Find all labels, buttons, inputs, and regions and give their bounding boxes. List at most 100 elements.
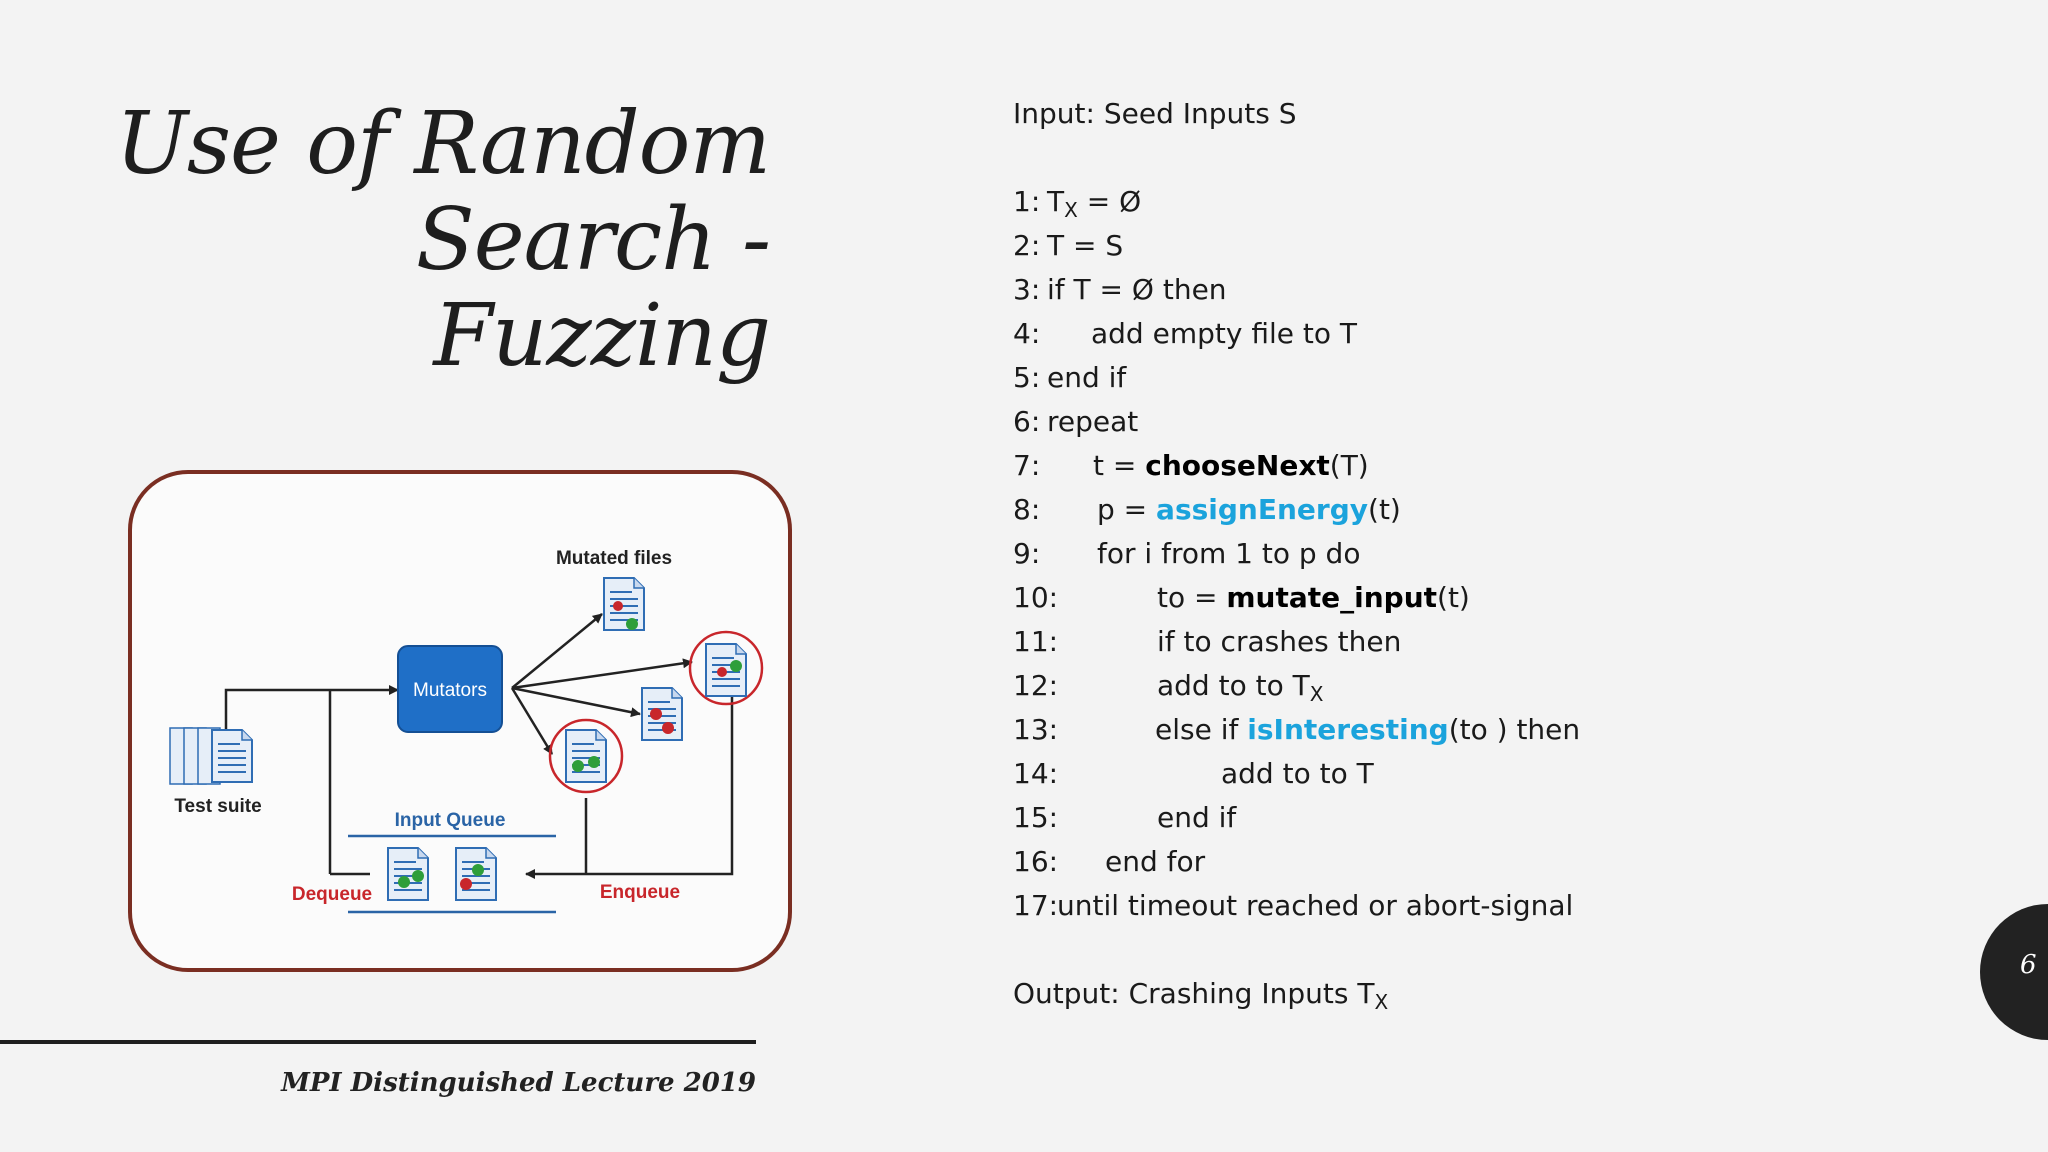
line-number: 13:: [1013, 713, 1059, 746]
line-code: add to to T: [1221, 752, 1374, 796]
algorithm-line: 2:T = S: [1013, 224, 1913, 268]
algorithm-output-text: Output: Crashing Inputs TX: [1013, 972, 1388, 1016]
line-number: 6:: [1013, 405, 1041, 438]
code-token: add to to T: [1157, 669, 1310, 702]
slide-title-line-2: Search -: [415, 190, 771, 290]
code-token: repeat: [1047, 405, 1139, 438]
label-test-suite: Test suite: [174, 796, 261, 817]
line-code: end if: [1047, 356, 1126, 400]
line-code: add to to TX: [1157, 664, 1323, 708]
line-code: repeat: [1047, 400, 1138, 444]
label-mutators: Mutators: [413, 680, 487, 701]
line-code: for i from 1 to p do: [1097, 532, 1360, 576]
code-token: for i from 1 to p do: [1097, 537, 1361, 570]
code-token: X: [1374, 990, 1389, 1014]
algorithm-line: 1:TX = Ø: [1013, 180, 1913, 224]
algorithm-line: 12: add to to TX: [1013, 664, 1913, 708]
line-number: 5:: [1013, 361, 1041, 394]
slide-title-line-1: Use of Random: [115, 94, 771, 194]
algorithm-line: 5:end if: [1013, 356, 1913, 400]
page-number-badge: 6: [1980, 904, 2048, 1040]
line-number: 7:: [1013, 449, 1041, 482]
algorithm-input: Input: Seed Inputs S: [1013, 92, 1913, 136]
code-token: T = S: [1047, 229, 1124, 262]
line-number: 2:: [1013, 229, 1041, 262]
crash-highlight-ring: [688, 630, 764, 706]
code-token: = Ø: [1077, 185, 1142, 218]
code-token: (to ) then: [1448, 713, 1581, 746]
fuzzing-diagram-svg: Mutated files Mutators Test suite Input …: [169, 548, 764, 914]
line-number: 9:: [1013, 537, 1041, 570]
code-token: X: [1064, 198, 1078, 222]
code-token: (t): [1437, 581, 1470, 614]
code-token: if T = Ø then: [1047, 273, 1227, 306]
line-number: 17:: [1013, 889, 1059, 922]
code-token: (T): [1329, 449, 1369, 482]
line-code: end for: [1105, 840, 1205, 884]
line-code: until timeout reached or abort-signal: [1057, 884, 1573, 928]
code-token: until timeout reached or abort-signal: [1057, 889, 1574, 922]
code-token: add empty file to T: [1091, 317, 1357, 350]
label-input-queue: Input Queue: [395, 810, 506, 831]
page-number: 6: [2020, 950, 2037, 980]
code-token: to =: [1157, 581, 1227, 614]
code-token: Output: Crashing Inputs T: [1013, 977, 1375, 1010]
line-number: 11:: [1013, 625, 1059, 658]
algorithm-line: 4:add empty file to T: [1013, 312, 1913, 356]
algorithm-line: 16:end for: [1013, 840, 1913, 884]
code-token: T: [1047, 185, 1065, 218]
algorithm-line: 6:repeat: [1013, 400, 1913, 444]
footer-rule: [0, 1040, 756, 1044]
algorithm-line: 7: t = chooseNext(T): [1013, 444, 1913, 488]
line-number: 10:: [1013, 581, 1059, 614]
footer-text: MPI Distinguished Lecture 2019: [281, 1068, 756, 1098]
line-number: 8:: [1013, 493, 1041, 526]
algorithm-input-text: Input: Seed Inputs S: [1013, 97, 1297, 130]
algorithm-line: 13: else if isInteresting(to ) then: [1013, 708, 1913, 752]
slide-title-line-3: Fuzzing: [433, 286, 771, 386]
line-code: end if: [1157, 796, 1236, 840]
algorithm-output: Output: Crashing Inputs TX: [1013, 972, 1913, 1016]
line-number: 3:: [1013, 273, 1041, 306]
code-token: chooseNext: [1145, 449, 1330, 482]
code-token: X: [1309, 682, 1324, 706]
code-token: add to to T: [1221, 757, 1374, 790]
code-token: isInteresting: [1247, 713, 1449, 746]
code-token: t =: [1093, 449, 1146, 482]
algorithm-line: 10: to = mutate_input(t): [1013, 576, 1913, 620]
line-number: 12:: [1013, 669, 1059, 702]
algorithm-line: 11: if to crashes then: [1013, 620, 1913, 664]
line-code: t = chooseNext(T): [1093, 444, 1369, 488]
mutators-box: [397, 645, 503, 733]
code-token: p =: [1097, 493, 1157, 526]
code-token: if to crashes then: [1157, 625, 1402, 658]
code-token: else if: [1155, 713, 1248, 746]
algorithm-line: 15: end if: [1013, 796, 1913, 840]
line-code: else if isInteresting(to ) then: [1155, 708, 1580, 752]
algorithm-line: 17:until timeout reached or abort-signal: [1013, 884, 1913, 928]
line-code: T = S: [1047, 224, 1123, 268]
label-enqueue: Enqueue: [600, 882, 680, 903]
line-code: TX = Ø: [1047, 180, 1141, 224]
slide-title: Use of Random Search - Fuzzing: [100, 94, 771, 386]
label-mutated-files: Mutated files: [556, 548, 672, 569]
algorithm-line: 3:if T = Ø then: [1013, 268, 1913, 312]
mutated-file-icon: [603, 577, 645, 631]
label-dequeue: Dequeue: [292, 884, 372, 905]
line-code: p = assignEnergy(t): [1097, 488, 1401, 532]
code-token: end if: [1157, 801, 1237, 834]
algorithm-line: 9: for i from 1 to p do: [1013, 532, 1913, 576]
line-code: if T = Ø then: [1047, 268, 1227, 312]
test-suite-icon: [169, 727, 253, 785]
code-token: assignEnergy: [1156, 493, 1369, 526]
line-code: if to crashes then: [1157, 620, 1401, 664]
code-token: end if: [1047, 361, 1127, 394]
code-token: mutate_input: [1226, 581, 1438, 614]
algorithm-line: 8: p = assignEnergy(t): [1013, 488, 1913, 532]
line-number: 15:: [1013, 801, 1059, 834]
line-number: 1:: [1013, 185, 1041, 218]
algorithm-line: 14:add to to T: [1013, 752, 1913, 796]
mutated-file-icon: [565, 729, 607, 783]
